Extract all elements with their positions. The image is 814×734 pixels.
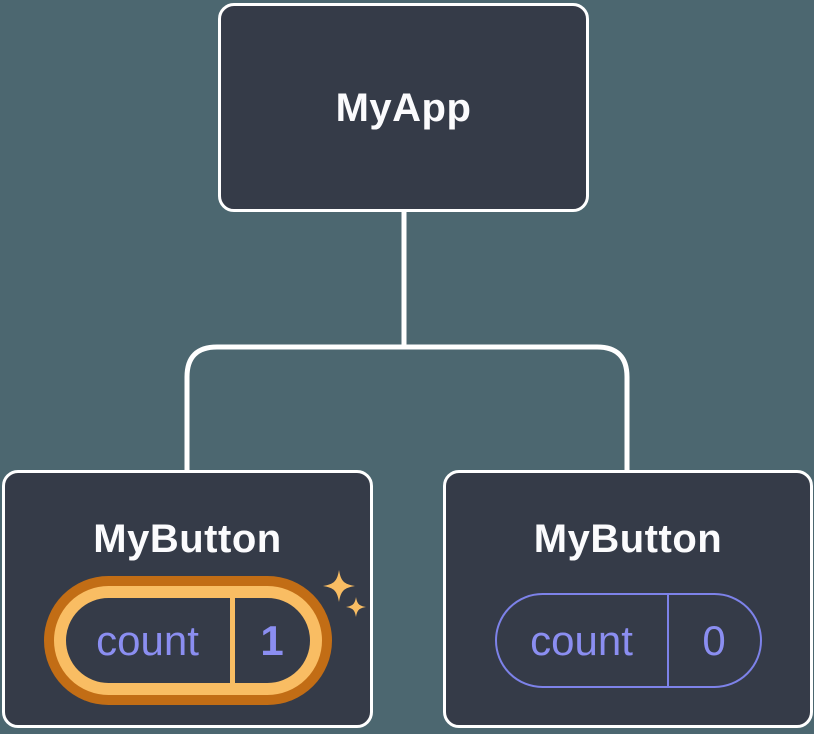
node-label: MyButton [533, 517, 723, 561]
state-badge: count 0 [494, 593, 762, 688]
state-value: 0 [702, 616, 726, 664]
sparkles-icon [323, 570, 366, 617]
state-badge-divider [666, 595, 669, 686]
state-value: 1 [260, 616, 284, 664]
node-mybutton-right: MyButton count 0 [443, 470, 813, 728]
connector-branch [184, 344, 630, 476]
sparkle-small [346, 597, 366, 617]
state-name: count [530, 616, 633, 664]
node-mybutton-left: MyButton count 1 [2, 470, 373, 728]
node-myapp: MyApp [218, 3, 589, 212]
node-label: MyButton [93, 517, 282, 561]
state-name: count [96, 616, 199, 664]
sparkle-large [323, 570, 355, 602]
state-badge-highlighted: count 1 [53, 586, 322, 695]
node-label: MyApp [335, 85, 472, 130]
state-badge-divider [229, 598, 235, 683]
